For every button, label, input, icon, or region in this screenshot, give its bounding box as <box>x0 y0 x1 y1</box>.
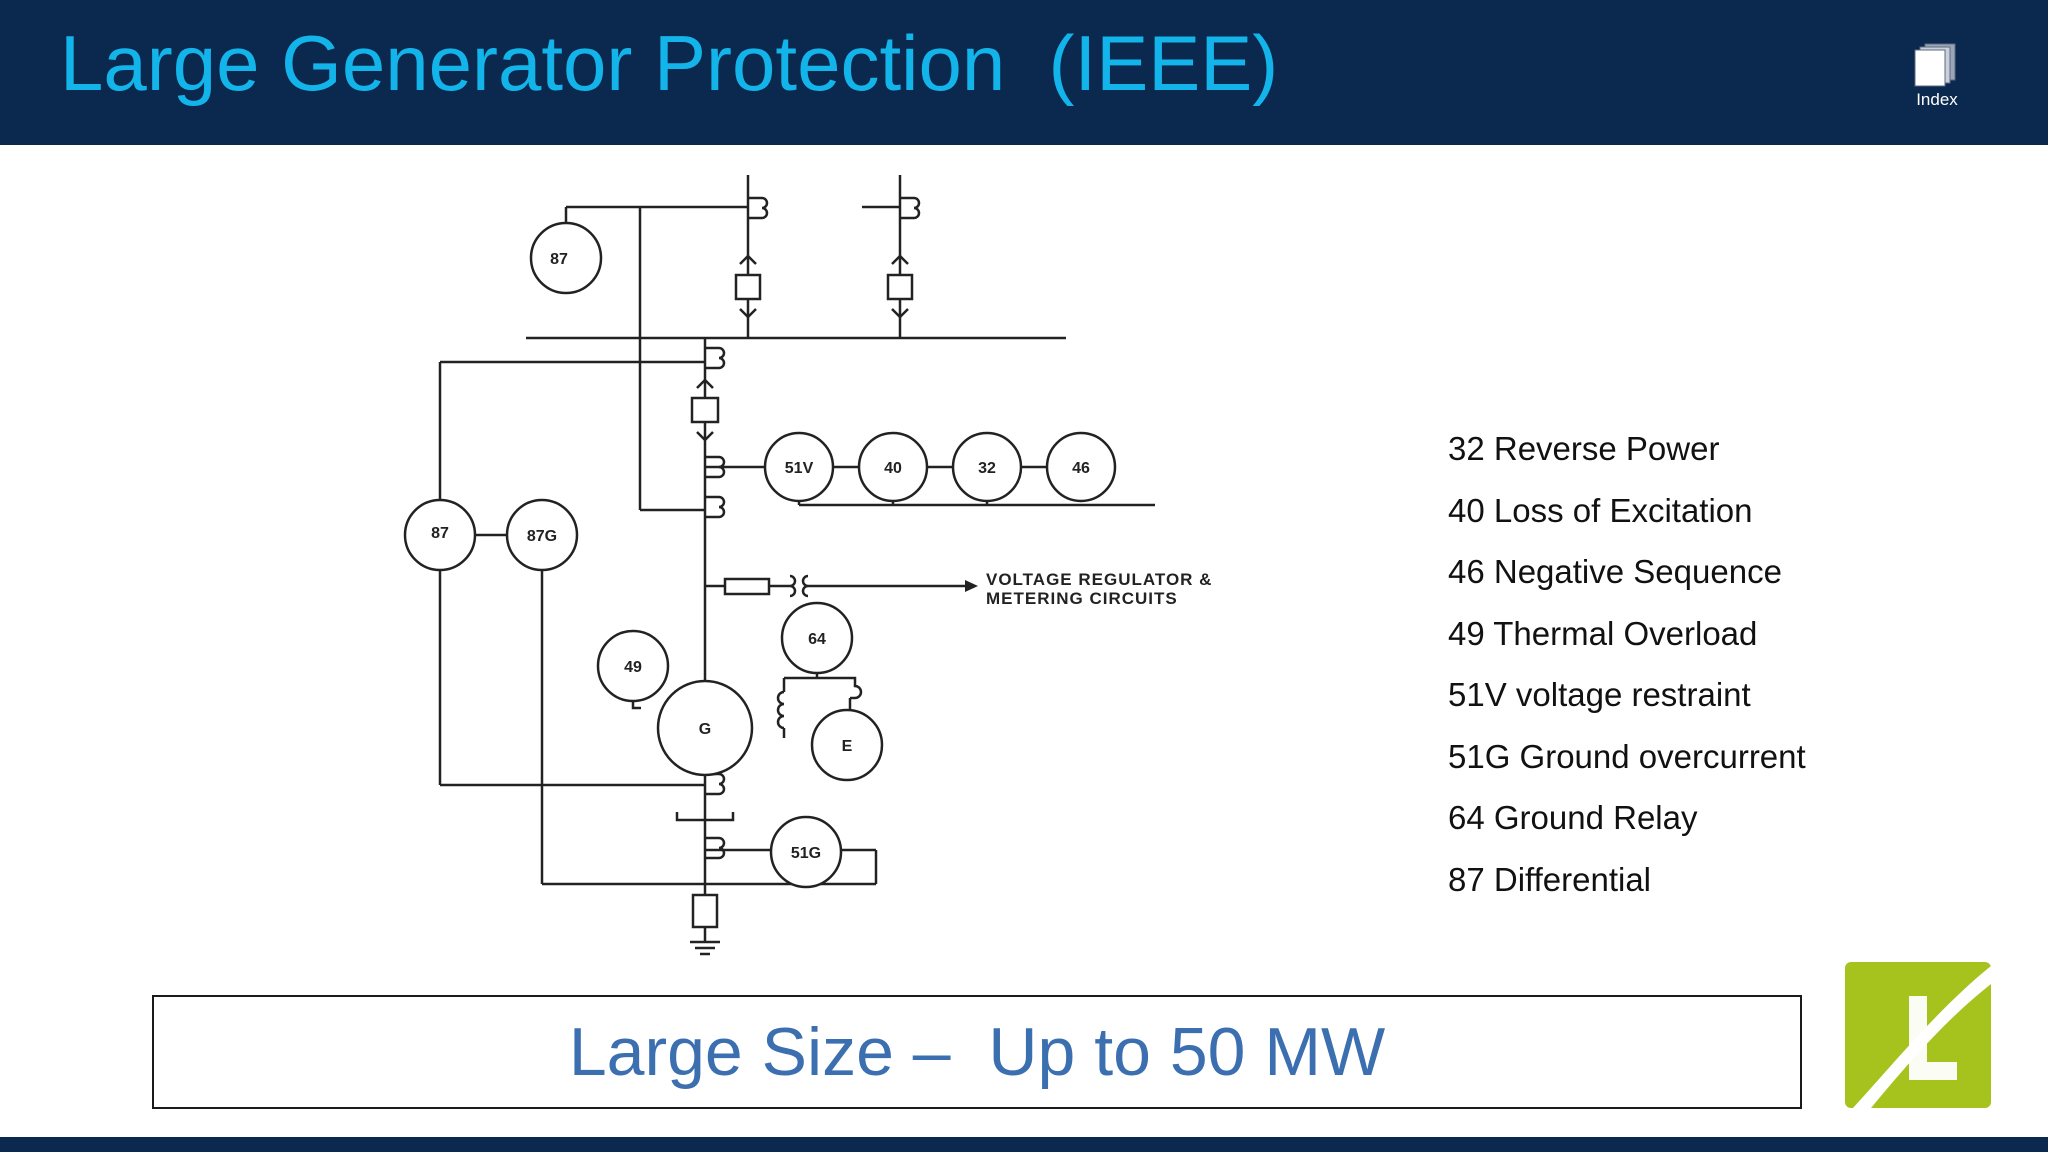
relay-51v-label: 51V <box>785 460 814 477</box>
legend-item: 46 Negative Sequence <box>1448 553 1782 590</box>
relay-40-label: 40 <box>884 460 902 477</box>
legend-item: 49 Thermal Overload <box>1448 614 1758 652</box>
relay-51v <box>763 431 835 503</box>
company-logo <box>1845 962 1991 1108</box>
relay-legend: 32 Reverse Power 40 Loss of Excitation 4… <box>1448 418 1806 910</box>
legend-item: 87 Differential <box>1448 860 1652 898</box>
relay-49 <box>596 629 670 703</box>
relay-51g <box>769 815 843 889</box>
index-label: Index <box>1916 90 1958 109</box>
legend-item: 40 Loss of Excitation <box>1448 491 1753 529</box>
relay-46 <box>1045 431 1117 503</box>
header-bar <box>0 0 2048 145</box>
relay-49-label: 49 <box>624 659 642 676</box>
slide-title: Large Generator Protection (IEEE) <box>60 19 1279 107</box>
legend-item: 51V voltage restraint <box>1448 676 1751 713</box>
voltage-regulator-label-line1: VOLTAGE REGULATOR & <box>986 570 1212 589</box>
exciter <box>810 708 884 782</box>
relay-32 <box>951 431 1023 503</box>
footer-bar <box>0 1137 2048 1152</box>
relay-40 <box>857 431 929 503</box>
voltage-regulator-label-line2: METERING CIRCUITS <box>986 589 1178 608</box>
relay-64 <box>780 601 854 675</box>
caption-text: Large Size – Up to 50 MW <box>568 1014 1386 1090</box>
caption-box: Large Size – Up to 50 MW <box>152 995 1802 1109</box>
relay-51g-label: 51G <box>791 845 821 862</box>
relay-46-label: 46 <box>1072 460 1090 477</box>
legend-item: 64 Ground Relay <box>1448 799 1698 836</box>
relay-87-left <box>403 498 477 572</box>
relay-32-label: 32 <box>978 460 996 477</box>
relay-87g-label: 87G <box>527 528 557 545</box>
legend-item: 51G Ground overcurrent <box>1448 737 1806 775</box>
generator-label: G <box>699 721 711 738</box>
stacked-pages-icon <box>1914 43 1956 87</box>
relay-87-top-label: 87 <box>550 251 568 268</box>
relay-87g <box>505 498 579 572</box>
generator <box>656 679 754 777</box>
index-button[interactable]: Index <box>1895 40 1979 120</box>
relay-87-top <box>529 221 603 295</box>
exciter-label: E <box>842 738 853 755</box>
relay-87-left-label: 87 <box>431 525 449 542</box>
legend-item: 32 Reverse Power <box>1448 430 1720 467</box>
relay-64-label: 64 <box>808 631 826 648</box>
